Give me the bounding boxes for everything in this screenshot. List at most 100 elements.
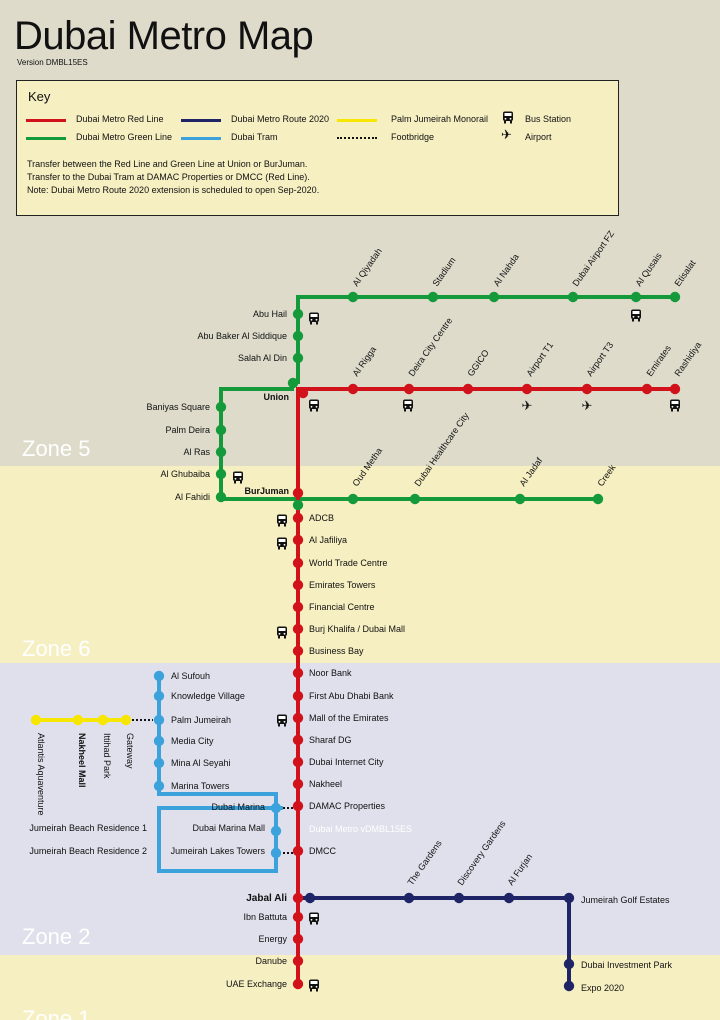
bus-icon-light: [632, 315, 635, 318]
bus-icon-body: [631, 309, 641, 319]
red-station-label: DAMAC Properties: [309, 801, 386, 811]
key-notes: Transfer between the Red Line and Green …: [27, 158, 319, 197]
tram-station-marker: [270, 825, 282, 837]
red-station-marker: [641, 383, 653, 395]
bus-icon-body: [309, 912, 319, 922]
red-station-label: Financial Centre: [309, 602, 375, 612]
red-station-label: ADCB: [309, 513, 334, 523]
red-station-marker: [581, 383, 593, 395]
bus-icon-wheel: [638, 319, 640, 322]
bus-icon-wheel: [278, 724, 280, 727]
bus-icon-light: [637, 315, 640, 318]
bus-icon-wheel: [284, 547, 286, 550]
bus-icon-light: [278, 520, 281, 523]
union-interchange-marker: [287, 377, 299, 389]
bus-icon-wheel: [671, 409, 673, 412]
bus-icon: [631, 309, 641, 322]
monorail-station-marker: [97, 714, 109, 726]
tram-line: [157, 676, 283, 873]
red-station-marker: [292, 933, 304, 945]
green-station-marker: [215, 468, 227, 480]
green-station-marker: [292, 352, 304, 364]
red-station-marker: [462, 383, 474, 395]
bus-icon-light: [671, 405, 674, 408]
bus-icon: [309, 912, 319, 925]
key-airport-label: Airport: [525, 132, 552, 142]
red-station-marker: [292, 756, 304, 768]
bus-icon-wheel: [284, 524, 286, 527]
red-station-label: Union: [264, 392, 290, 402]
bus-icon-wheel: [632, 319, 634, 322]
route-2020-station-marker: [503, 892, 515, 904]
zone-label: Zone 2: [22, 924, 91, 949]
bus-icon: [277, 537, 287, 550]
red-station-label: Mall of the Emirates: [309, 713, 389, 723]
tram-station-marker: [153, 757, 165, 769]
red-station-marker: [292, 978, 304, 990]
red-station-marker: [292, 778, 304, 790]
red-station-marker: [292, 579, 304, 591]
red-station-label: Emirates Towers: [309, 580, 376, 590]
red-station-marker: [292, 955, 304, 967]
red-station-label: Danube: [255, 956, 287, 966]
tram-station-label: Dubai Marina: [211, 802, 265, 812]
bus-icon-light: [234, 477, 237, 480]
red-station-label: UAE Exchange: [226, 979, 287, 989]
key-monorail-label: Palm Jumeirah Monorail: [391, 114, 489, 124]
bus-icon-wheel: [316, 409, 318, 412]
bus-icon: [670, 399, 680, 412]
bus-icon-light: [283, 520, 286, 523]
jabal-ali-interchange-marker: [292, 892, 304, 904]
route-2020-station-marker: [453, 892, 465, 904]
bus-icon: [277, 626, 287, 639]
red-station-label: Sharaf DG: [309, 735, 352, 745]
red-station-marker: [521, 383, 533, 395]
red-station-label: Jabal Ali: [246, 893, 287, 904]
tram-station-label: Jumeirah Beach Residence 2: [29, 846, 147, 856]
green-station-marker: [292, 330, 304, 342]
green-station-label: Al Ras: [183, 447, 210, 457]
red-station-marker: [292, 690, 304, 702]
red-station-label: First Abu Dhabi Bank: [309, 691, 394, 701]
bus-icon-light: [315, 405, 318, 408]
bus-icon-wheel: [410, 409, 412, 412]
bus-icon-window: [632, 311, 640, 314]
route-2020-station-marker: [563, 892, 575, 904]
tram-station-label: Jumeirah Lakes Towers: [171, 846, 266, 856]
red-station-label: BurJuman: [244, 486, 289, 496]
key-tram-label: Dubai Tram: [231, 132, 278, 142]
green-station-marker: [409, 493, 421, 505]
map-watermark: Dubai Metro vDMBL15ES: [309, 824, 412, 834]
bus-icon-light: [310, 918, 313, 921]
green-station-marker: [215, 446, 227, 458]
red-station-marker: [669, 383, 681, 395]
zone-1-band: [0, 955, 720, 1020]
bus-icon-light: [283, 720, 286, 723]
green-station-marker: [215, 424, 227, 436]
monorail-station-label: Gateway: [125, 733, 135, 769]
bus-icon-window: [278, 516, 286, 519]
red-station-marker: [292, 645, 304, 657]
bus-icon-wheel: [316, 989, 318, 992]
bus-icon-body: [670, 399, 680, 409]
bus-icon-light: [310, 318, 313, 321]
monorail-station-label: Ittihad Park: [102, 733, 112, 779]
bus-icon-light: [315, 918, 318, 921]
bus-icon-light: [315, 985, 318, 988]
bus-icon-light: [676, 405, 679, 408]
airport-icon: ✈: [522, 398, 533, 413]
bus-icon-window: [310, 914, 318, 917]
burjuman-interchange-marker: [292, 499, 304, 511]
route-2020-station-label: Expo 2020: [581, 983, 624, 993]
tram-station-marker: [153, 670, 165, 682]
bus-icon-wheel: [310, 989, 312, 992]
bus-icon-wheel: [310, 322, 312, 325]
bus-icon-light: [283, 543, 286, 546]
red-station-marker: [292, 512, 304, 524]
red-station-label: Burj Khalifa / Dubai Mall: [309, 624, 405, 634]
bus-icon-wheel: [677, 409, 679, 412]
bus-icon-body: [277, 537, 287, 547]
bus-icon-window: [278, 539, 286, 542]
red-station-marker: [292, 911, 304, 923]
red-station-marker: [292, 845, 304, 857]
